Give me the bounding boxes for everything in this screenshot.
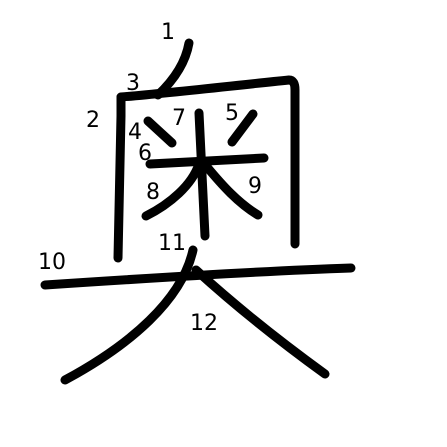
stroke-11 bbox=[60, 245, 198, 385]
stroke-label-4: 4 bbox=[128, 120, 142, 145]
stroke-5 bbox=[227, 109, 258, 147]
stroke-label-3: 3 bbox=[126, 71, 140, 96]
stroke-12 bbox=[191, 265, 330, 379]
stroke-7 bbox=[194, 108, 210, 241]
stroke-label-6: 6 bbox=[138, 141, 152, 166]
stroke-6 bbox=[145, 153, 269, 169]
stroke-label-12: 12 bbox=[190, 311, 218, 336]
stroke-label-1: 1 bbox=[161, 20, 175, 45]
stroke-label-2: 2 bbox=[86, 108, 100, 133]
stroke-3 bbox=[116, 75, 300, 249]
stroke-label-8: 8 bbox=[146, 180, 160, 205]
stroke-2 bbox=[113, 92, 126, 263]
stroke-label-7: 7 bbox=[172, 106, 186, 131]
stroke-8 bbox=[141, 159, 204, 221]
stroke-label-10: 10 bbox=[38, 250, 66, 275]
stroke-label-9: 9 bbox=[248, 174, 262, 199]
stroke-label-11: 11 bbox=[158, 231, 186, 256]
stroke-4 bbox=[143, 116, 177, 148]
stroke-9 bbox=[202, 162, 263, 220]
stroke-label-5: 5 bbox=[225, 101, 239, 126]
